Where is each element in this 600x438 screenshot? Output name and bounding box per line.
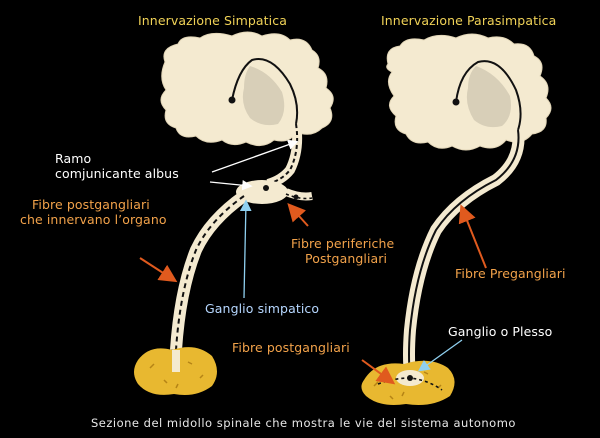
label-ramo-line2: comjunicante albus: [55, 166, 179, 181]
label-fibre-organ-line1: Fibre postgangliari: [32, 197, 150, 212]
label-ganglio-plesso: Ganglio o Plesso: [448, 324, 553, 339]
parasympathetic-target-organ: [361, 360, 455, 405]
diagram-caption: Sezione del midollo spinale che mostra l…: [91, 416, 516, 430]
fibre-organ-arrow: [139, 257, 178, 283]
label-fibre-pregangliari: Fibre Pregangliari: [455, 266, 566, 281]
label-fibre-organ-line2: che innervano l’organo: [20, 212, 167, 227]
sympathetic-target-organ: [134, 347, 217, 395]
ramo-pointer-arrow: [211, 139, 299, 173]
title-sympathetic: Innervazione Simpatica: [138, 13, 287, 28]
title-parasympathetic: Innervazione Parasimpatica: [381, 13, 557, 28]
sympathetic-postganglionic-fiber: [170, 191, 248, 351]
postgangliari-arrow: [361, 359, 396, 385]
label-ramo-line1: Ramo: [55, 151, 92, 166]
sympathetic-spinal-cord-section: [160, 31, 334, 189]
ramo-pointer-arrow-2: [209, 180, 253, 191]
fibre-periferiche-arrow: [287, 203, 309, 227]
label-fibre-periferiche-line1: Fibre periferiche: [291, 236, 395, 251]
pregangliari-arrow: [458, 204, 487, 269]
sympathetic-ganglion: [236, 180, 313, 204]
label-fibre-postgangliari: Fibre postgangliari: [232, 340, 350, 355]
parasympathetic-preganglionic-fiber: [403, 129, 525, 377]
parasympathetic-spinal-cord-section: [386, 33, 552, 151]
label-fibre-periferiche-line2: Postgangliari: [305, 251, 388, 266]
ganglio-plesso-arrow: [417, 339, 463, 372]
ganglio-simpatico-arrow: [239, 199, 252, 299]
label-ganglio-simpatico: Ganglio simpatico: [205, 301, 320, 316]
